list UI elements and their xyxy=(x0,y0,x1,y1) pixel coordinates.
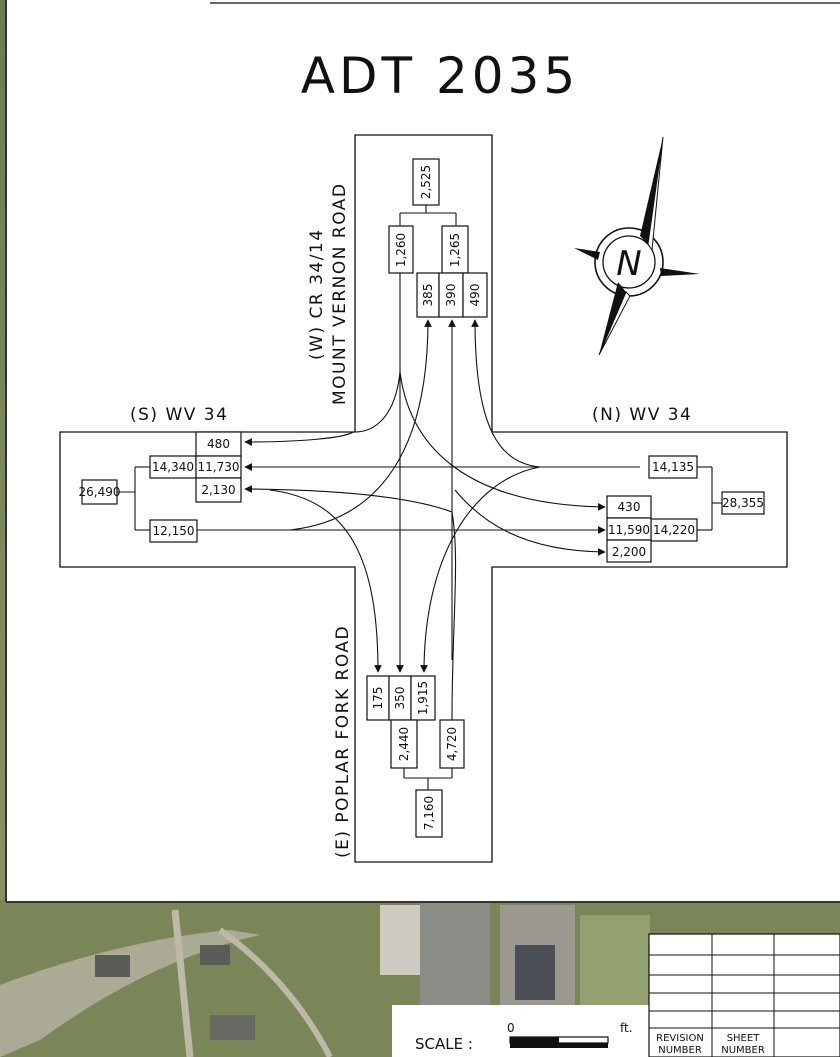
south-movement-1: 480 xyxy=(207,437,230,451)
north-total: 28,355 xyxy=(722,496,764,510)
road-label-north: (N) WV 34 xyxy=(592,405,692,425)
scale-unit: ft. xyxy=(620,1021,633,1035)
sheet-label: SHEET xyxy=(727,1033,761,1044)
compass-north-icon: N xyxy=(574,136,700,356)
sheet-label-2: NUMBER xyxy=(721,1045,765,1056)
title-block: REVISION NUMBER SHEET NUMBER xyxy=(648,933,840,1057)
north-movement-2: 11,590 xyxy=(608,523,650,537)
svg-text:(W) CR 34/14: (W) CR 34/14 xyxy=(307,228,327,360)
east-movement-2: 350 xyxy=(393,687,407,710)
revision-label: REVISION xyxy=(656,1033,704,1044)
north-outbound: 14,135 xyxy=(652,460,694,474)
west-movement-3: 490 xyxy=(468,284,482,307)
scale-label: SCALE : xyxy=(415,1035,473,1053)
svg-text:MOUNT VERNON ROAD: MOUNT VERNON ROAD xyxy=(330,182,350,405)
south-movement-3: 2,130 xyxy=(201,483,235,497)
west-outbound: 1,260 xyxy=(394,233,408,267)
east-movement-3: 1,915 xyxy=(416,681,430,715)
road-label-west: (W) CR 34/14 MOUNT VERNON ROAD xyxy=(307,182,350,405)
diagram-title: ADT 2035 xyxy=(301,47,579,105)
compass-north-letter: N xyxy=(616,244,641,284)
south-leg-volumes: 26,490 14,340 12,150 480 11,730 2,130 xyxy=(79,431,242,543)
scale-bar: SCALE : 0 ft. xyxy=(392,1005,650,1057)
west-total: 2,525 xyxy=(419,165,433,199)
flow-lines xyxy=(117,205,722,790)
east-leg-volumes: 175 350 1,915 2,440 4,720 7,160 xyxy=(366,675,465,838)
south-outbound: 12,150 xyxy=(153,524,195,538)
west-leg-volumes: 2,525 1,260 1,265 385 390 490 xyxy=(388,158,488,318)
north-movement-3: 2,200 xyxy=(612,545,646,559)
south-total: 26,490 xyxy=(79,485,121,499)
west-movement-2: 390 xyxy=(444,284,458,307)
road-label-east: (E) POPLAR FORK ROAD xyxy=(333,625,353,858)
west-movement-1: 385 xyxy=(421,284,435,307)
revision-label-2: NUMBER xyxy=(658,1045,702,1056)
east-total: 7,160 xyxy=(422,796,436,830)
north-movement-1: 430 xyxy=(618,500,641,514)
south-movement-2: 11,730 xyxy=(198,460,240,474)
road-label-south: (S) WV 34 xyxy=(130,405,228,425)
north-leg-volumes: 28,355 14,135 14,220 430 11,590 2,200 xyxy=(606,455,765,563)
east-inbound: 2,440 xyxy=(397,727,411,761)
east-outbound: 4,720 xyxy=(445,727,459,761)
north-inbound: 14,220 xyxy=(653,523,695,537)
west-inbound: 1,265 xyxy=(448,233,462,267)
east-movement-1: 175 xyxy=(371,687,385,710)
south-inbound: 14,340 xyxy=(152,460,194,474)
scale-zero: 0 xyxy=(507,1021,515,1035)
